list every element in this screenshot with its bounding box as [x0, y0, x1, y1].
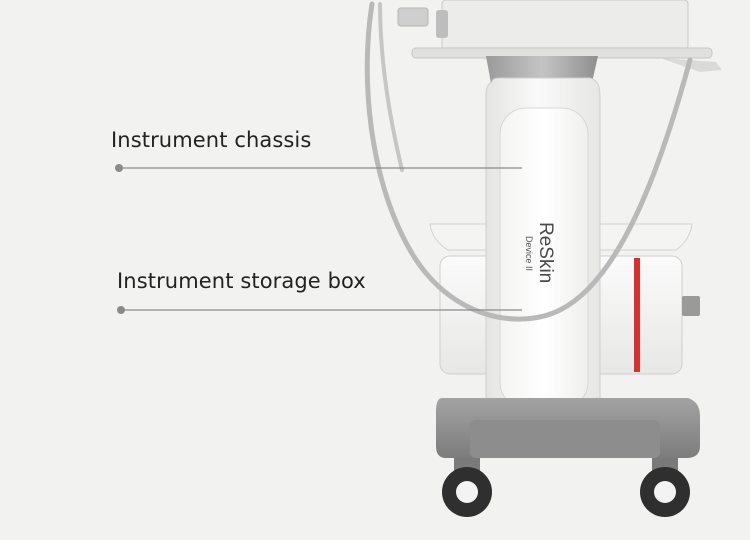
storage-box-handle[interactable] [682, 296, 700, 316]
cable [364, 1, 693, 322]
callout-label-storage: Instrument storage box [117, 269, 366, 293]
caster-wheel-left [442, 458, 492, 517]
brand-model: Device II [524, 236, 534, 271]
brand-logo: ReSkin Device II [524, 222, 556, 283]
chassis-leader [115, 164, 522, 172]
chassis-column [485, 77, 601, 441]
caster-wheel-right [640, 458, 690, 517]
brand-name: ReSkin [535, 222, 556, 283]
cart-base [436, 398, 700, 458]
callout-label-chassis: Instrument chassis [111, 128, 312, 152]
red-accent-stripe [634, 258, 640, 372]
top-device-unit [411, 0, 722, 72]
cable-connector [397, 7, 429, 27]
storage-leader [117, 306, 522, 314]
